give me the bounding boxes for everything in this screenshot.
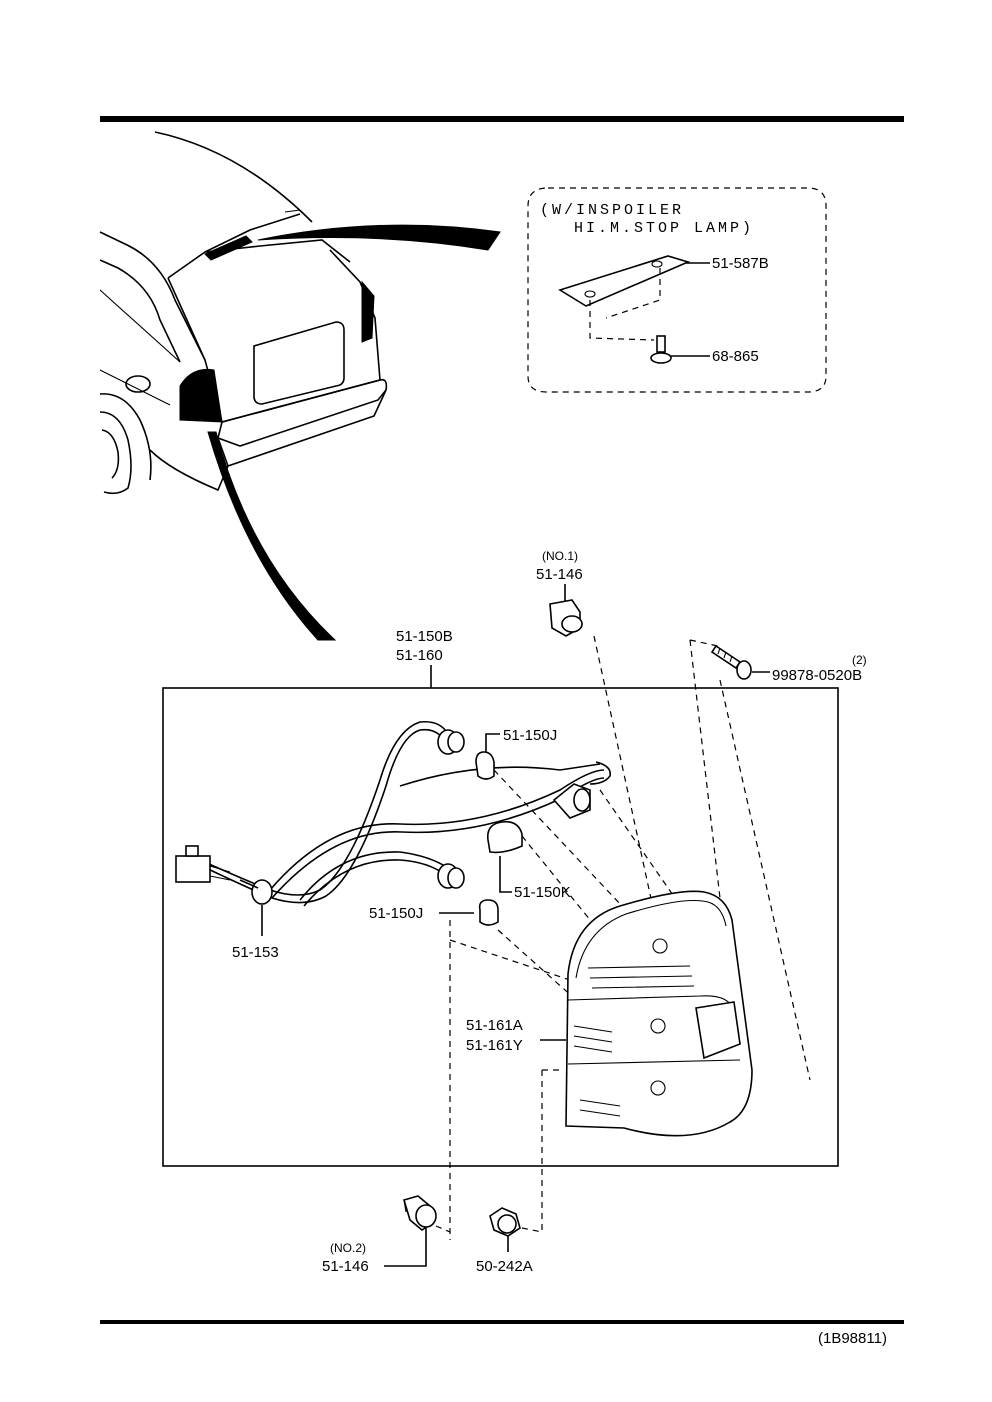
grommet-no2-icon — [403, 1195, 437, 1231]
callout-51-160: 51-160 — [396, 647, 443, 664]
callout-51-150J-mid: 51-150J — [369, 905, 423, 922]
callout-51-587B: 51-587B — [712, 255, 769, 272]
connector-icon — [175, 845, 273, 905]
grommet-no1-icon — [549, 599, 583, 637]
top-rule — [100, 116, 904, 122]
assembly-frame — [162, 687, 839, 1167]
stop-lamp-pad-icon — [558, 255, 691, 307]
callout-51-146-no2: 51-146 — [322, 1258, 369, 1275]
callout-51-153: 51-153 — [232, 944, 279, 961]
clip-50-242A-icon — [489, 1207, 521, 1237]
tail-lamp-pointer — [207, 431, 337, 641]
callout-99878-0520B: 99878-0520B — [772, 667, 862, 684]
socket-right-icon — [552, 783, 591, 819]
car-rear-illustration — [99, 131, 388, 495]
screw-99878-icon — [710, 644, 752, 680]
inset-pointer — [257, 224, 501, 251]
callout-51-146-no1: 51-146 — [536, 566, 583, 583]
bulb-51-150J-top-icon — [475, 751, 495, 780]
socket-top-icon — [437, 729, 465, 755]
wiring-harness-icon — [199, 720, 612, 907]
bulb-51-150J-mid-icon — [478, 899, 499, 926]
callout-68-865: 68-865 — [712, 348, 759, 365]
callout-51-161Y: 51-161Y — [466, 1037, 523, 1054]
inset-spoiler-stop-lamp: (W/INSPOILER HI.M.STOP LAMP) 51-587B 68-… — [527, 187, 827, 393]
callout-51-150B: 51-150B — [396, 628, 453, 645]
inset-title-line2: HI.M.STOP LAMP) — [574, 220, 754, 237]
callout-no1: (NO.1) — [542, 549, 578, 563]
callout-no2: (NO.2) — [330, 1241, 366, 1255]
callout-qty2: (2) — [852, 653, 867, 667]
callout-50-242A: 50-242A — [476, 1258, 533, 1275]
diagram-code: (1B98811) — [818, 1330, 887, 1347]
callout-51-150J-top: 51-150J — [503, 727, 557, 744]
callout-51-161A: 51-161A — [466, 1017, 523, 1034]
bottom-rule — [100, 1320, 904, 1324]
socket-middle-icon — [437, 863, 465, 889]
tail-lamp-assembly-icon — [565, 890, 753, 1137]
inset-title-line1: (W/INSPOILER — [540, 202, 684, 219]
callout-51-150K: 51-150K — [514, 884, 571, 901]
bulb-51-150K-icon — [486, 820, 523, 854]
screw-icon — [650, 335, 672, 364]
